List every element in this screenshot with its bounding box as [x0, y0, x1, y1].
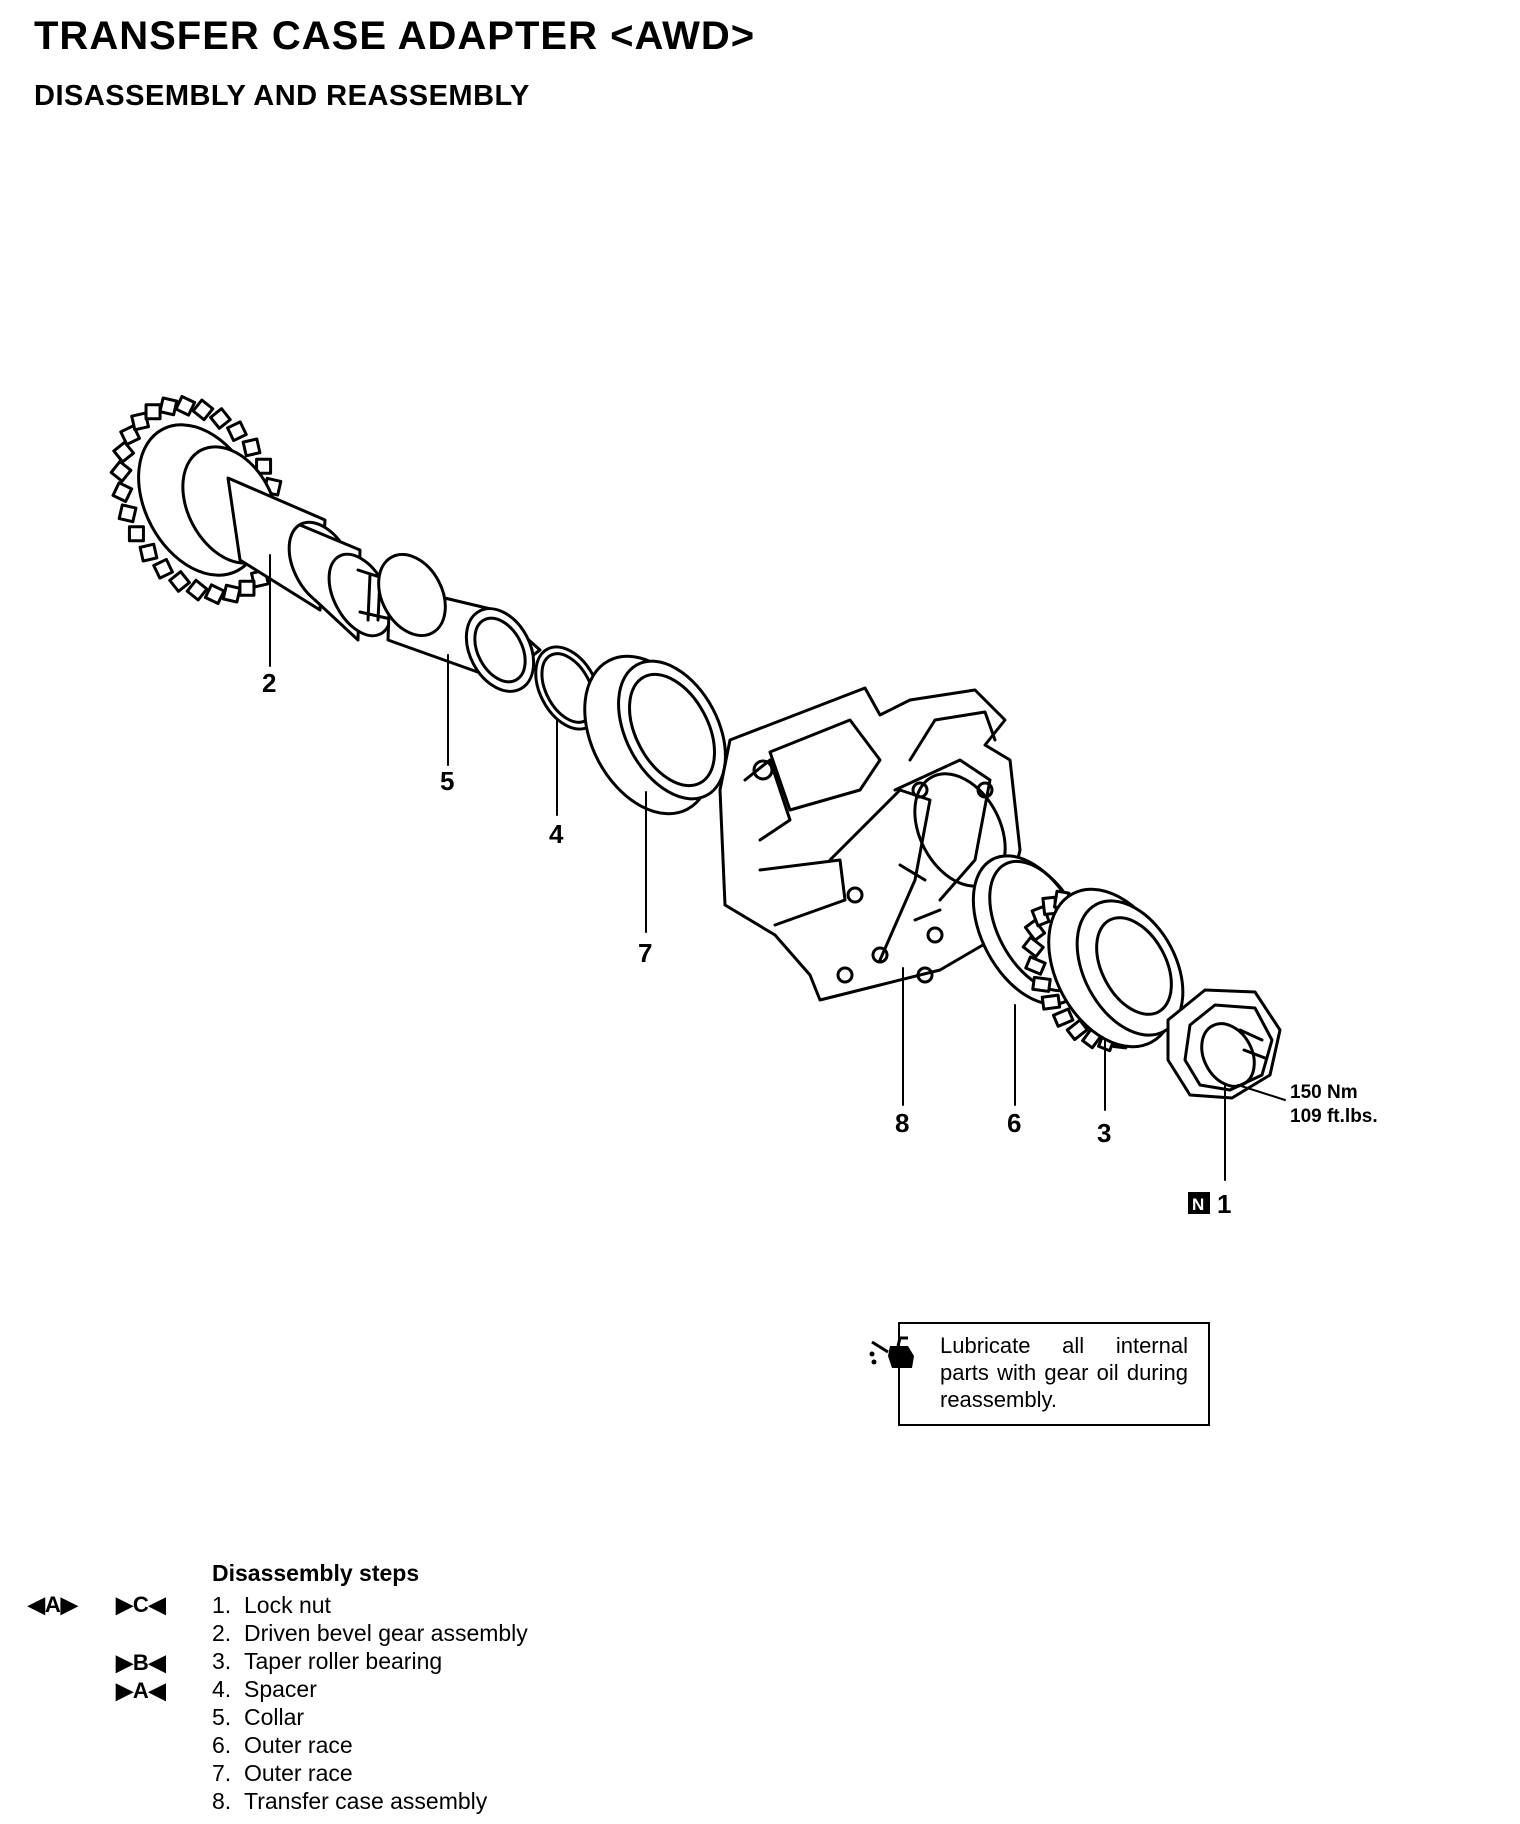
- oil-can-icon: [869, 1336, 914, 1368]
- bearing-roller: [1021, 935, 1045, 959]
- gear-tooth: [152, 557, 174, 580]
- callout-2: 2: [262, 668, 276, 698]
- step1-reassembly-mark: ▶C◀: [116, 1592, 166, 1617]
- callout-7: 7: [638, 938, 652, 968]
- step-label: Spacer: [244, 1676, 317, 1702]
- torque-imperial: 109 ft.lbs.: [1290, 1106, 1378, 1127]
- gear-tooth: [109, 460, 133, 483]
- page-title: TRANSFER CASE ADAPTER <AWD>: [34, 14, 756, 58]
- collar-part: [377, 553, 542, 693]
- gear-tooth: [144, 403, 162, 421]
- bearing-roller: [1031, 975, 1052, 993]
- gear-tooth: [111, 481, 134, 503]
- gear-tooth: [221, 583, 242, 604]
- callout-6: 6: [1007, 1108, 1021, 1138]
- new-part-badge: [1188, 1192, 1210, 1214]
- gear-tooth: [209, 407, 232, 430]
- driven-bevel-gear-part: [109, 394, 397, 642]
- step-number: 7.: [212, 1760, 232, 1786]
- step-label: Driven bevel gear assembly: [244, 1620, 528, 1646]
- step4-reassembly-mark: ▶A◀: [116, 1678, 166, 1703]
- lubrication-note-box: [898, 1322, 1210, 1426]
- gear-tooth: [241, 437, 262, 458]
- step-label: Taper roller bearing: [244, 1648, 443, 1674]
- lubrication-note-text: Lubricate all internal parts with gear o…: [940, 1333, 1188, 1412]
- step-label: Lock nut: [244, 1592, 331, 1618]
- callout-4: 4: [549, 819, 564, 849]
- torque-metric: 150 Nm: [1290, 1082, 1358, 1103]
- step-label: Outer race: [244, 1732, 353, 1758]
- gear-tooth: [127, 525, 145, 543]
- bearing-roller: [1051, 1007, 1075, 1028]
- step-number: 4.: [212, 1676, 232, 1702]
- gear-tooth: [226, 420, 248, 443]
- transfer-case-part: [718, 686, 1022, 1002]
- step-number: 6.: [212, 1732, 232, 1758]
- step-number: 5.: [212, 1704, 232, 1730]
- lock-nut-part: [1166, 988, 1282, 1100]
- step-label: Transfer case assembly: [244, 1788, 488, 1814]
- callout-3: 3: [1097, 1118, 1111, 1148]
- gear-tooth: [158, 396, 179, 417]
- callout-5: 5: [440, 766, 454, 796]
- callout-8: 8: [895, 1108, 909, 1138]
- outer-race-part-7: [583, 654, 727, 816]
- gear-tooth: [238, 579, 256, 597]
- step-label: Outer race: [244, 1760, 353, 1786]
- gear-tooth: [255, 457, 273, 475]
- step3-reassembly-mark: ▶B◀: [116, 1650, 166, 1675]
- new-part-badge-letter: N: [1192, 1195, 1204, 1214]
- step-label: Collar: [244, 1704, 305, 1730]
- callout-1: 1: [1217, 1189, 1231, 1219]
- step-number: 8.: [212, 1788, 232, 1814]
- step1-disassembly-mark: ◀A▶: [28, 1592, 78, 1617]
- bearing-roller: [1040, 993, 1062, 1011]
- gear-tooth: [191, 398, 215, 422]
- gear-tooth: [203, 583, 226, 606]
- gear-tooth: [138, 542, 159, 563]
- gear-tooth: [168, 570, 191, 593]
- step-number: 2.: [212, 1620, 232, 1646]
- gear-tooth: [174, 394, 197, 417]
- step-number: 1.: [212, 1592, 232, 1618]
- page-subtitle: DISASSEMBLY AND REASSEMBLY: [34, 80, 530, 112]
- gear-tooth: [112, 440, 135, 464]
- bearing-roller: [1024, 955, 1047, 976]
- gear-tooth: [185, 578, 209, 602]
- gear-tooth: [117, 503, 138, 524]
- step-number: 3.: [212, 1648, 232, 1674]
- steps-title: Disassembly steps: [212, 1560, 420, 1586]
- taper-roller-bearing-part: [1021, 887, 1185, 1053]
